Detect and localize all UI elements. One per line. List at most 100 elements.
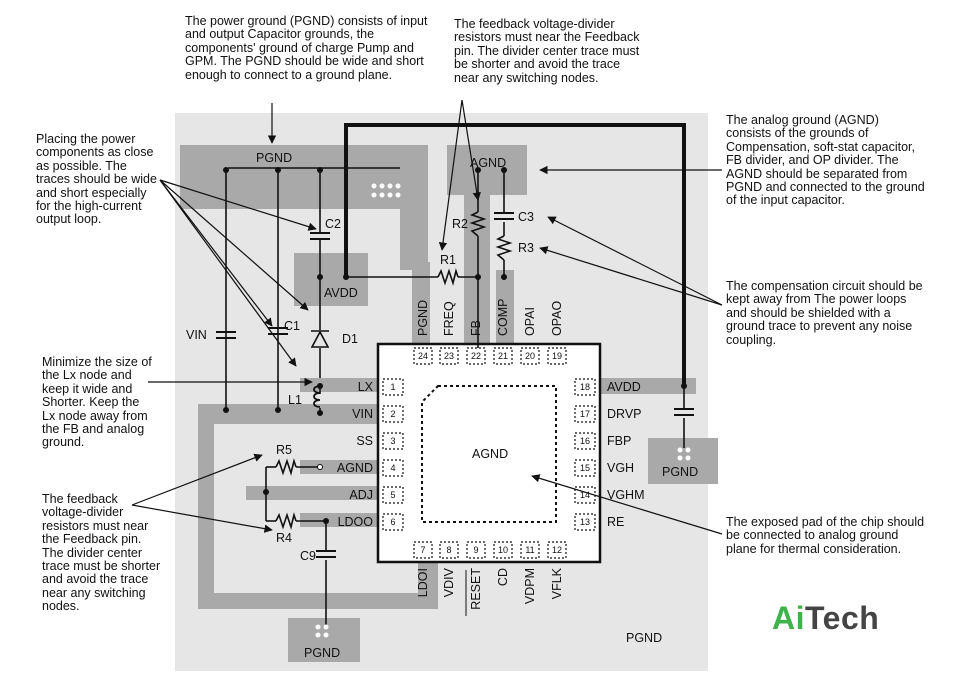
r1-label: R1 bbox=[440, 253, 456, 267]
pin-number: 22 bbox=[471, 351, 481, 361]
capacitor-vin bbox=[216, 331, 236, 339]
c1-label: C1 bbox=[284, 319, 300, 333]
pin-name: OPAO bbox=[550, 301, 564, 336]
chip-pin-left: 3SS bbox=[356, 432, 404, 450]
c2-label: C2 bbox=[325, 217, 341, 231]
pin-number: 17 bbox=[580, 409, 590, 419]
pin-name: FREQ bbox=[442, 301, 456, 336]
pin-box bbox=[439, 347, 459, 365]
chip-pin-top: 22 FB bbox=[466, 320, 486, 365]
pgnd-top-label: PGND bbox=[256, 151, 292, 165]
note-agnd: The analog ground (AGND) consists of the… bbox=[726, 113, 925, 208]
callout-arrows bbox=[131, 99, 723, 535]
pin-name: PGND bbox=[416, 300, 430, 336]
agnd-top-label: AGND bbox=[470, 156, 506, 170]
pin-name: AVDD bbox=[607, 380, 641, 394]
pin-name: FBP bbox=[607, 434, 631, 448]
pin-box bbox=[520, 541, 540, 559]
resistor-r4 bbox=[275, 512, 297, 530]
pgnd-board-label: PGND bbox=[626, 631, 662, 645]
pgnd-bottom-label: PGND bbox=[304, 646, 340, 660]
pin-number: 10 bbox=[498, 545, 508, 555]
resistor-r5 bbox=[275, 458, 297, 476]
brand-part-ai: Ai bbox=[772, 600, 805, 636]
pin-name: LX bbox=[358, 380, 374, 394]
wiring bbox=[225, 167, 685, 628]
pin-box bbox=[574, 405, 596, 423]
pin-name: VDPM bbox=[523, 568, 537, 604]
pin-number: 1 bbox=[390, 382, 395, 392]
capacitor-c3 bbox=[494, 212, 514, 220]
pin-number: 7 bbox=[420, 545, 425, 555]
pgnd-plane-loop bbox=[198, 404, 438, 609]
agnd-pad-left bbox=[300, 460, 378, 474]
pin-number: 20 bbox=[525, 351, 535, 361]
pin-number: 23 bbox=[444, 351, 454, 361]
note-feedback-left: The feedback voltage-divider resistors m… bbox=[42, 492, 161, 614]
via-dots bbox=[223, 167, 687, 524]
note-compensation: The compensation circuit should be kept … bbox=[726, 279, 923, 347]
d1-label: D1 bbox=[342, 332, 358, 346]
pin-box bbox=[493, 541, 513, 559]
resistor-r1 bbox=[437, 268, 459, 286]
pin-box bbox=[547, 347, 567, 365]
capacitor-avdd-out bbox=[674, 408, 694, 416]
pin-box bbox=[574, 378, 596, 396]
pin-box bbox=[382, 378, 404, 396]
r5-label: R5 bbox=[276, 443, 292, 457]
r4-label: R4 bbox=[276, 531, 292, 545]
pin-box bbox=[574, 513, 596, 531]
pin-name: LDOI bbox=[416, 568, 430, 597]
pin-number: 21 bbox=[498, 351, 508, 361]
pin-box bbox=[574, 459, 596, 477]
chip-pin-left: 1 LX bbox=[358, 378, 404, 396]
pin-box bbox=[520, 347, 540, 365]
note-power-components: Placing the power components as close as… bbox=[36, 132, 157, 227]
pin-box bbox=[439, 541, 459, 559]
diode-d1 bbox=[310, 330, 330, 348]
pin-number: 15 bbox=[580, 463, 590, 473]
pin-name: AGND bbox=[337, 461, 373, 475]
pin-box bbox=[574, 432, 596, 450]
chip-center-label: AGND bbox=[472, 447, 508, 461]
capacitor-c2 bbox=[310, 232, 330, 240]
vin-label: VIN bbox=[186, 328, 207, 342]
pin-box bbox=[413, 347, 433, 365]
resistor-r2 bbox=[469, 211, 487, 237]
avdd-feedback-trace bbox=[344, 123, 686, 386]
pin-name: FB bbox=[469, 320, 483, 336]
note-lx: Minimize the size of the Lx node and kee… bbox=[42, 355, 152, 450]
r3-label: R3 bbox=[518, 241, 534, 255]
capacitor-c1 bbox=[268, 327, 288, 335]
pin-name: ADJ bbox=[349, 488, 373, 502]
pin-number: 18 bbox=[580, 382, 590, 392]
avdd-pad-right bbox=[600, 378, 696, 394]
pin-name: VGHM bbox=[607, 488, 645, 502]
pin-name: RESET bbox=[469, 568, 483, 610]
pin-box bbox=[382, 432, 404, 450]
pgnd-pad-right bbox=[648, 438, 718, 484]
pin-box bbox=[382, 405, 404, 423]
note-pgnd: The power ground (PGND) consists of inpu… bbox=[185, 14, 428, 82]
capacitor-c9 bbox=[316, 550, 336, 558]
pin-number: 9 bbox=[473, 545, 478, 555]
pin-number: 8 bbox=[446, 545, 451, 555]
chip-pin-top: 23 FREQ bbox=[439, 301, 459, 365]
pin-name: SS bbox=[356, 434, 373, 448]
